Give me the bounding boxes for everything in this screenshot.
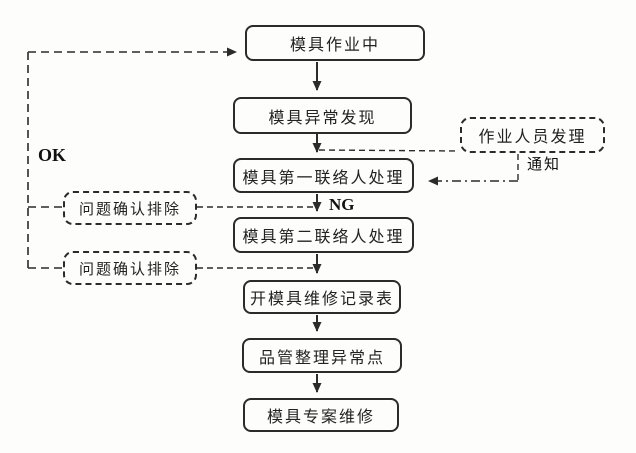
label-ng: NG	[329, 195, 355, 214]
node-first-contact-handling: 模具第一联络人处理	[233, 158, 414, 193]
node-mold-abnormality-found: 模具异常发现	[233, 97, 412, 134]
node-operator-handling: 作业人员发理	[460, 117, 605, 153]
node-qc-organize-abnormal-points: 品管整理异常点	[242, 338, 402, 373]
node-label: 模具第一联络人处理	[242, 169, 405, 187]
node-label: 模具作业中	[289, 37, 380, 54]
node-label: 模具异常发现	[268, 109, 377, 127]
node-mold-in-operation: 模具作业中	[245, 25, 425, 61]
node-label: 问题确认排除	[78, 200, 181, 218]
node-label: 开模具维修记录表	[249, 291, 394, 308]
dashed-line-found-to-operator	[318, 149, 460, 152]
label-notify: 通知	[527, 156, 562, 173]
node-second-contact-handling: 模具第二联络人处理	[233, 217, 414, 253]
node-label: 作业人员发理	[478, 129, 587, 146]
node-label: 模具专案维修	[266, 409, 375, 426]
node-label: 品管整理异常点	[258, 349, 385, 367]
node-mold-special-case-repair: 模具专案维修	[243, 398, 399, 432]
node-problem-confirmed-resolved-2: 问题确认排除	[63, 251, 197, 285]
label-ok: OK	[38, 145, 67, 165]
node-open-mold-repair-record: 开模具维修记录表	[243, 280, 401, 314]
node-label: 模具第二联络人处理	[242, 229, 405, 246]
node-label: 问题确认排除	[78, 260, 181, 278]
node-problem-confirmed-resolved-1: 问题确认排除	[63, 191, 197, 225]
